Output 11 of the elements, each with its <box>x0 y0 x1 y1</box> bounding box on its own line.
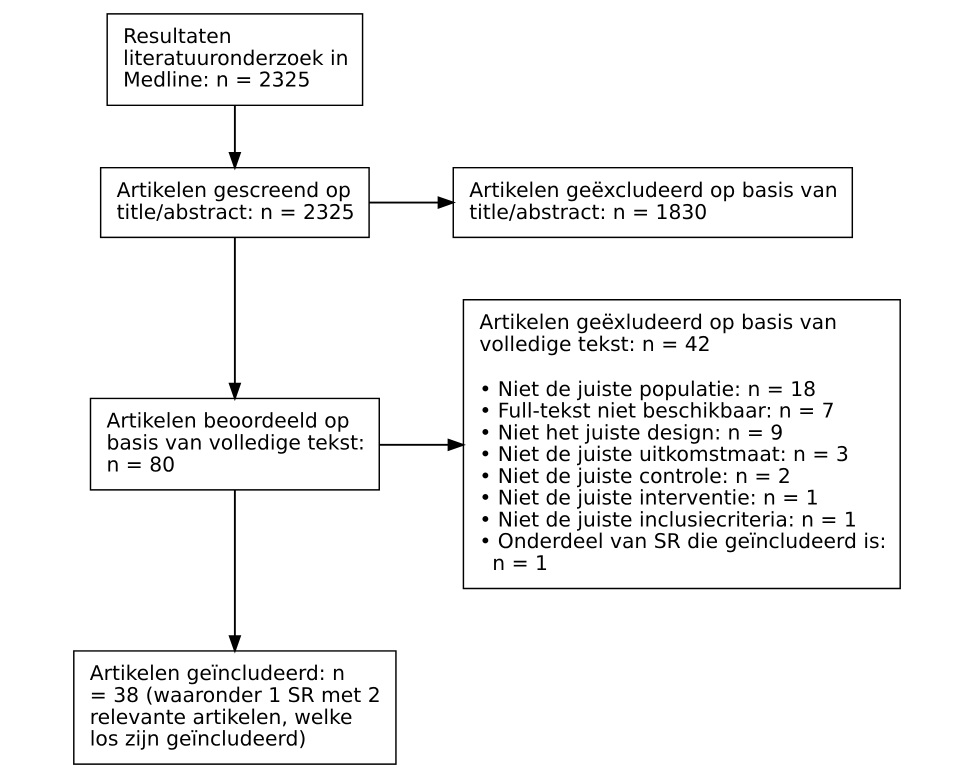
node-box: Resultaten literatuuronderzoek in Medline: n = 2325 <box>106 13 363 106</box>
arrow <box>228 238 241 402</box>
node-box: Artikelen geïncludeerd: n = 38 (waaronder 1 SR met 2 relevante artikelen, welke los zijn geïncludeerd) <box>72 650 396 765</box>
arrow <box>368 196 456 209</box>
arrow <box>378 438 466 452</box>
arrow <box>228 490 241 654</box>
arrow <box>228 106 241 170</box>
node-box: Artikelen geëxludeerd op basis van volledige tekst: n = 42 • Niet de juiste populatie: n = 18 • Full-tekst niet beschikbaar: n = 7 • Niet het juiste design: n = 9 • Niet de juiste uitkomstmaat: n = 3 • Niet de juiste controle: n = 2 • Niet de juiste interventie: n = 1 • Niet de juiste inclusiecriteria: n = 1 • Onderdeel van SR die geïncludeerd is: n = 1 <box>462 299 900 590</box>
node-box: Artikelen gescreend op title/abstract: n = 2325 <box>99 166 370 238</box>
node-box: Artikelen beoordeeld op basis van volledige tekst: n = 80 <box>89 398 380 491</box>
node-box: Artikelen geëxcludeerd op basis van title/abstract: n = 1830 <box>452 166 853 238</box>
